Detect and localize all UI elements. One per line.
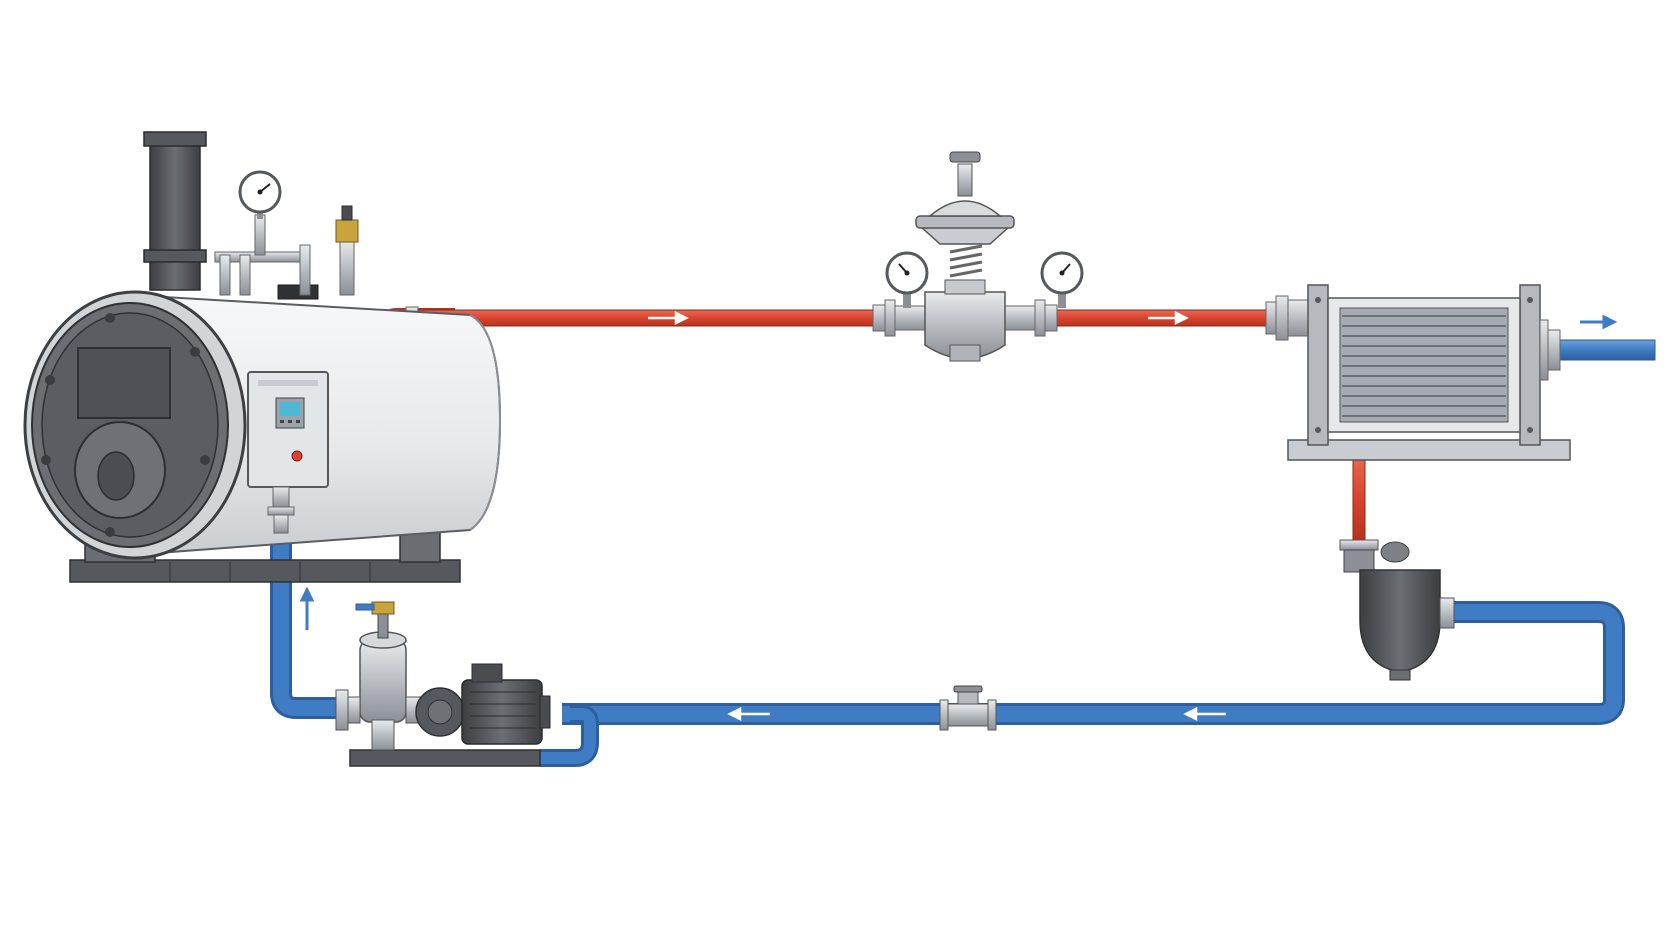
condensate-drain-line xyxy=(1352,454,1366,541)
boiler-pressure-gauge xyxy=(238,170,282,219)
outlet-pressure-gauge xyxy=(1040,251,1084,308)
flow-arrows xyxy=(299,310,1618,722)
condensate-flow-arrow xyxy=(727,706,770,722)
pressure-reducing-valve xyxy=(872,151,1058,362)
strainer xyxy=(939,685,997,731)
feed-pump xyxy=(335,601,541,767)
feedwater-line xyxy=(270,540,340,719)
steam-supply-line xyxy=(372,306,1267,381)
inlet-pressure-gauge xyxy=(885,251,929,308)
process-outlet-line xyxy=(1547,329,1656,371)
condensate-return-line xyxy=(540,601,1625,767)
pump-motor xyxy=(461,663,551,745)
heat-exchanger xyxy=(1265,284,1571,461)
condensate-flow-arrow xyxy=(1183,706,1226,722)
boiler-control-panel xyxy=(247,371,329,534)
steam-flow-arrow xyxy=(1148,310,1189,326)
steam-trap xyxy=(1339,539,1455,681)
process-outlet-flow-arrow xyxy=(1580,314,1618,330)
steam-flow-arrow xyxy=(648,310,689,326)
feedwater-flow-arrow xyxy=(299,586,315,630)
